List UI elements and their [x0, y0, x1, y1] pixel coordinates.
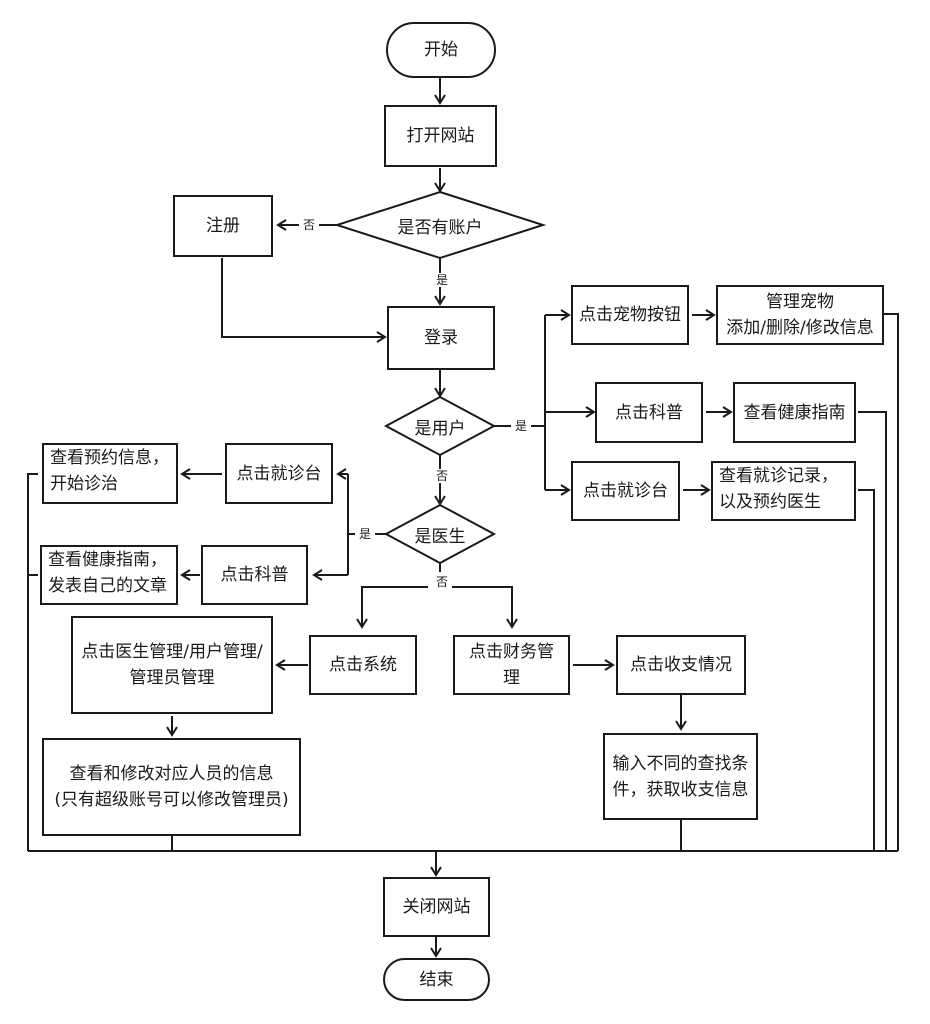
decision-is-doctor: 是医生	[386, 505, 494, 563]
node-user-view-records-line1: 查看就诊记录，	[719, 466, 838, 486]
edge-label-is-doctor-yes: 是	[355, 527, 376, 541]
node-admin-edit: 查看和修改对应人员的信息 (只有超级账号可以修改管理员)	[42, 738, 301, 836]
node-finance-query-line2: 件，获取收支信息	[612, 779, 749, 800]
decision-is-doctor-text: 是医生	[414, 526, 466, 547]
node-login: 登录	[387, 306, 495, 370]
decision-is-user: 是用户	[386, 397, 494, 455]
node-user-view-records-line2: 以及预约医生	[719, 492, 821, 512]
node-user-click-science: 点击科普	[595, 382, 703, 443]
node-admin-manage-line2: 管理员管理	[129, 668, 215, 688]
node-doctor-click-science: 点击科普	[201, 545, 308, 605]
node-manage-pet-line2: 添加/删除/修改信息	[726, 318, 874, 338]
node-end-text: 结束	[419, 969, 454, 990]
node-click-income-expense: 点击收支情况	[616, 635, 746, 695]
node-doctor-publish-line2: 发表自己的文章	[48, 576, 167, 596]
line-is-doctor-no-left	[356, 586, 428, 629]
decision-has-account: 是否有账户	[337, 192, 543, 258]
node-click-pet-button-text: 点击宠物按钮	[579, 305, 681, 325]
line-is-doctor-no-right	[452, 586, 518, 629]
node-click-pet-button: 点击宠物按钮	[571, 285, 689, 345]
node-user-view-health-guide: 查看健康指南	[733, 382, 856, 443]
node-finance-query: 输入不同的查找条 件，获取收支信息	[603, 733, 758, 820]
decision-is-user-text: 是用户	[414, 418, 466, 439]
node-user-click-clinic-text: 点击就诊台	[583, 481, 668, 501]
node-start-text: 开始	[424, 40, 458, 60]
node-login-text: 登录	[424, 328, 458, 348]
node-doctor-view-appointments-line1: 查看预约信息，	[50, 448, 169, 468]
node-user-view-health-guide-text: 查看健康指南	[743, 402, 846, 423]
node-admin-edit-line2: (只有超级账号可以修改管理员)	[54, 790, 289, 810]
node-admin-edit-line1: 查看和修改对应人员的信息	[69, 764, 274, 784]
node-doctor-view-appointments-line2: 开始诊治	[50, 474, 118, 494]
node-doctor-click-clinic-text: 点击就诊台	[236, 463, 322, 484]
node-manage-pet: 管理宠物 添加/删除/修改信息	[716, 285, 884, 345]
node-end: 结束	[383, 958, 490, 1001]
node-doctor-view-appointments: 查看预约信息， 开始诊治	[42, 443, 178, 504]
node-admin-manage-line1: 点击医生管理/用户管理/	[81, 642, 263, 662]
node-close-site: 关闭网站	[383, 877, 490, 937]
node-doctor-click-science-text: 点击科普	[220, 565, 289, 585]
node-admin-manage: 点击医生管理/用户管理/ 管理员管理	[71, 616, 273, 714]
edge-label-is-doctor-no: 否	[432, 575, 453, 589]
arrow-register-to-login	[221, 258, 387, 343]
node-register: 注册	[173, 195, 273, 257]
return-left-vertical	[27, 473, 38, 851]
node-click-income-expense-text: 点击收支情况	[630, 655, 732, 675]
edge-label-is-user-no: 否	[432, 469, 453, 483]
decision-has-account-text: 是否有账户	[397, 217, 483, 238]
node-open-site-text: 打开网站	[406, 126, 475, 146]
node-doctor-click-clinic: 点击就诊台	[225, 443, 333, 504]
node-user-view-records: 查看就诊记录， 以及预约医生	[711, 461, 856, 521]
node-click-finance-text: 点击财务管理	[469, 642, 554, 688]
node-user-click-clinic: 点击就诊台	[571, 461, 680, 521]
node-user-click-science-text: 点击科普	[615, 402, 683, 423]
edge-label-has-account-yes: 是	[432, 273, 453, 287]
node-click-system: 点击系统	[309, 635, 417, 695]
node-finance-query-line1: 输入不同的查找条	[612, 753, 749, 774]
edge-label-is-user-yes: 是	[511, 419, 532, 433]
node-start: 开始	[386, 22, 496, 78]
node-click-finance: 点击财务管理	[453, 635, 570, 695]
node-doctor-publish-line1: 查看健康指南，	[48, 550, 167, 570]
return-health-guide	[858, 411, 887, 851]
return-view-records	[858, 489, 875, 851]
node-doctor-publish: 查看健康指南， 发表自己的文章	[40, 545, 178, 605]
node-open-site: 打开网站	[384, 105, 497, 167]
return-manage-pet	[884, 313, 899, 851]
node-manage-pet-line1: 管理宠物	[766, 292, 834, 312]
edge-label-has-account-no: 否	[299, 218, 320, 232]
node-click-system-text: 点击系统	[329, 655, 397, 675]
node-register-text: 注册	[206, 216, 240, 236]
node-close-site-text: 关闭网站	[402, 897, 471, 917]
